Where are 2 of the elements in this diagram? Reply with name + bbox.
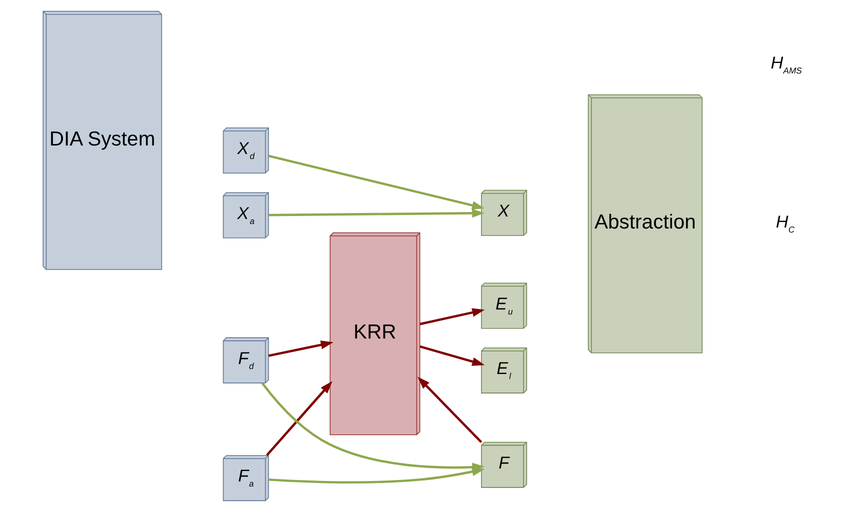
label: H$_{AMS}$ [770,52,802,76]
label: H$_{C}$ [776,211,795,234]
